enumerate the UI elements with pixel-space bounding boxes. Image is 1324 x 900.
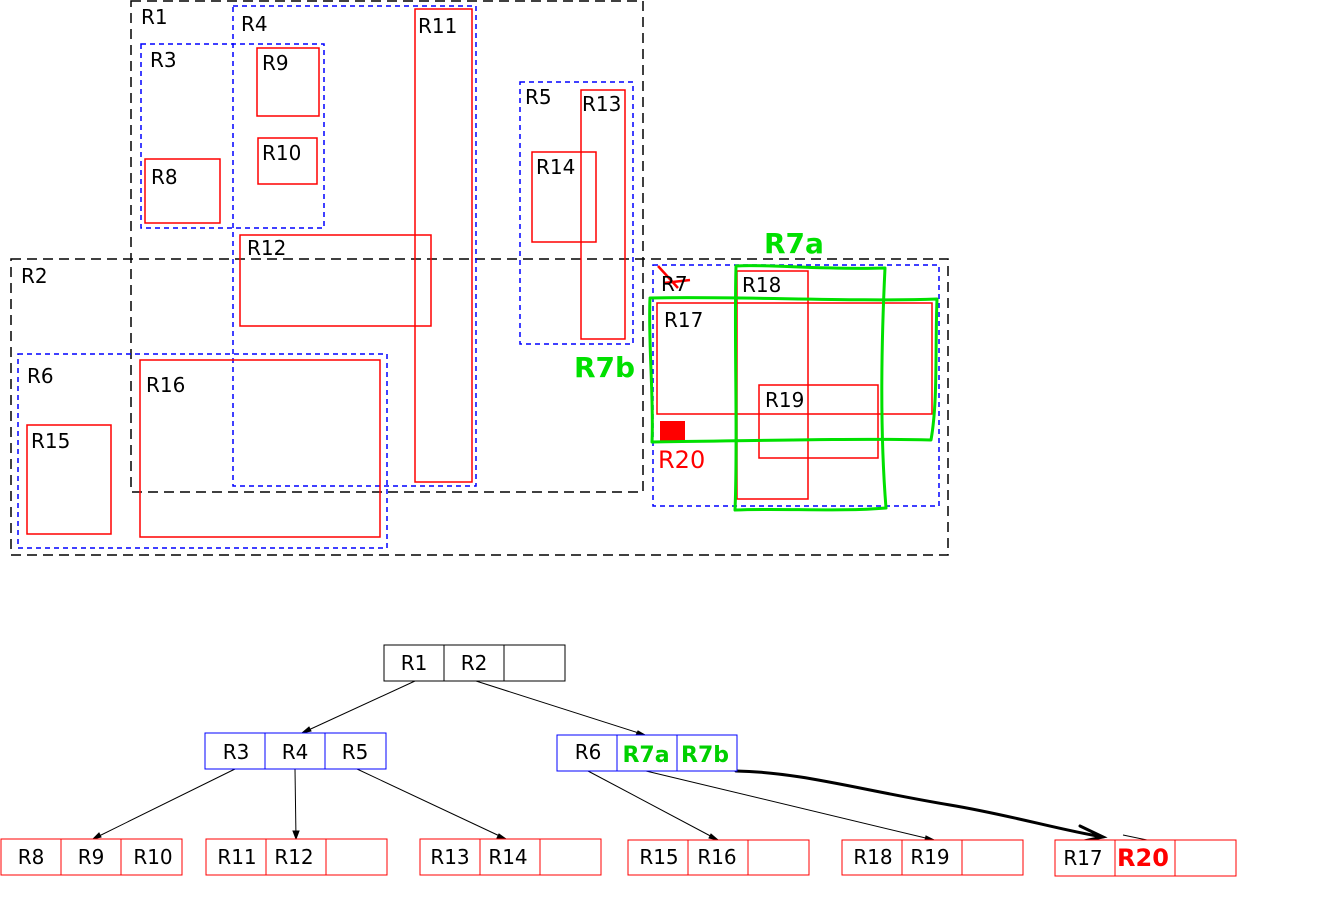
label-r15: R15 [31, 429, 70, 453]
leaf-1-entry-3: R10 [133, 845, 172, 869]
split-box-r7b [648, 296, 939, 444]
label-r5: R5 [525, 85, 552, 109]
label-r7b: R7b [574, 351, 635, 384]
rect-r10 [257, 137, 318, 185]
label-r19: R19 [765, 388, 804, 412]
tree-leaf-node-3: R13 R14 [419, 838, 602, 876]
rect-r9 [256, 47, 320, 117]
label-r7: R7 [661, 272, 688, 296]
label-r16: R16 [146, 373, 185, 397]
node-r2-entry-2: R7a [622, 743, 669, 768]
label-r1: R1 [141, 5, 168, 29]
rect-r14 [531, 151, 597, 243]
label-r18: R18 [742, 273, 781, 297]
leaf-5-entry-1: R18 [853, 845, 892, 869]
rect-r2 [10, 258, 949, 556]
rect-r4 [232, 5, 477, 487]
rect-labels: R1 R2 R3 R4 R5 R6 R7 R8 R9 R10 R11 R12 R… [21, 5, 824, 474]
tree-edges [91, 680, 1148, 841]
node-r2-entry-1: R6 [575, 740, 602, 764]
new-leaf-arrow [734, 769, 1108, 846]
node-r1-entry-1: R3 [223, 740, 250, 764]
label-r11: R11 [418, 14, 457, 38]
rect-r1 [130, 0, 644, 493]
leaf-2-entry-2: R12 [274, 845, 313, 869]
tree-leaf-node-1: R8 R9 R10 [0, 838, 183, 876]
label-r3: R3 [150, 48, 177, 72]
rect-r5 [519, 81, 634, 345]
leaf-6-entry-1: R17 [1063, 846, 1102, 870]
rect-r6 [17, 353, 388, 549]
leaf-1-entry-2: R9 [78, 845, 105, 869]
leaf-5-entry-2: R19 [910, 845, 949, 869]
label-r14: R14 [536, 155, 575, 179]
rect-r16 [139, 359, 381, 538]
rect-r17 [656, 302, 933, 415]
leaf-2-entry-1: R11 [217, 845, 256, 869]
root-entry-2: R2 [461, 651, 488, 675]
leaf-1-entry-1: R8 [18, 845, 45, 869]
rect-r7 [652, 264, 940, 507]
label-r6: R6 [27, 364, 54, 388]
tree-node-r1: R3 R4 R5 [204, 732, 387, 770]
rect-r13 [580, 89, 626, 340]
rect-r15 [26, 424, 112, 535]
root-entry-1: R1 [401, 651, 428, 675]
label-r13: R13 [582, 92, 621, 116]
label-r12: R12 [247, 236, 286, 260]
label-r4: R4 [241, 12, 268, 36]
tree-leaf-node-4: R15 R16 [627, 839, 810, 876]
level2-bounding-boxes [17, 5, 940, 549]
rect-r8 [144, 158, 221, 224]
rect-r11 [414, 8, 473, 483]
tree-root-node: R1 R2 [383, 644, 566, 682]
leaf-rectangles [26, 8, 933, 538]
rect-r20 [660, 421, 685, 442]
leaf-4-entry-2: R16 [697, 845, 736, 869]
split-boxes [648, 264, 939, 512]
node-r1-entry-3: R5 [342, 740, 369, 764]
label-r2: R2 [21, 264, 48, 288]
label-r7a: R7a [764, 227, 824, 260]
tree-leaf-node-5: R18 R19 [841, 839, 1024, 876]
label-r9: R9 [262, 51, 289, 75]
label-r10: R10 [262, 141, 301, 165]
tree-leaf-node-6: R17 R20 [1054, 839, 1237, 877]
leaf-4-entry-1: R15 [639, 845, 678, 869]
split-box-r7a [733, 264, 888, 512]
rect-r19 [758, 384, 879, 459]
label-r20: R20 [658, 446, 705, 474]
leaf-3-entry-2: R14 [488, 845, 527, 869]
label-r17: R17 [664, 308, 703, 332]
strike-mark [657, 265, 691, 289]
tree-node-r2: R6 R7a R7b [556, 734, 738, 772]
rect-r12 [239, 234, 432, 327]
label-r8: R8 [151, 165, 178, 189]
leaf-6-entry-2: R20 [1117, 844, 1169, 872]
node-r1-entry-2: R4 [282, 740, 309, 764]
level1-bounding-boxes [10, 0, 949, 556]
tree-leaf-node-2: R11 R12 [205, 838, 388, 876]
node-r2-entry-3: R7b [681, 743, 729, 768]
leaf-3-entry-1: R13 [430, 845, 469, 869]
